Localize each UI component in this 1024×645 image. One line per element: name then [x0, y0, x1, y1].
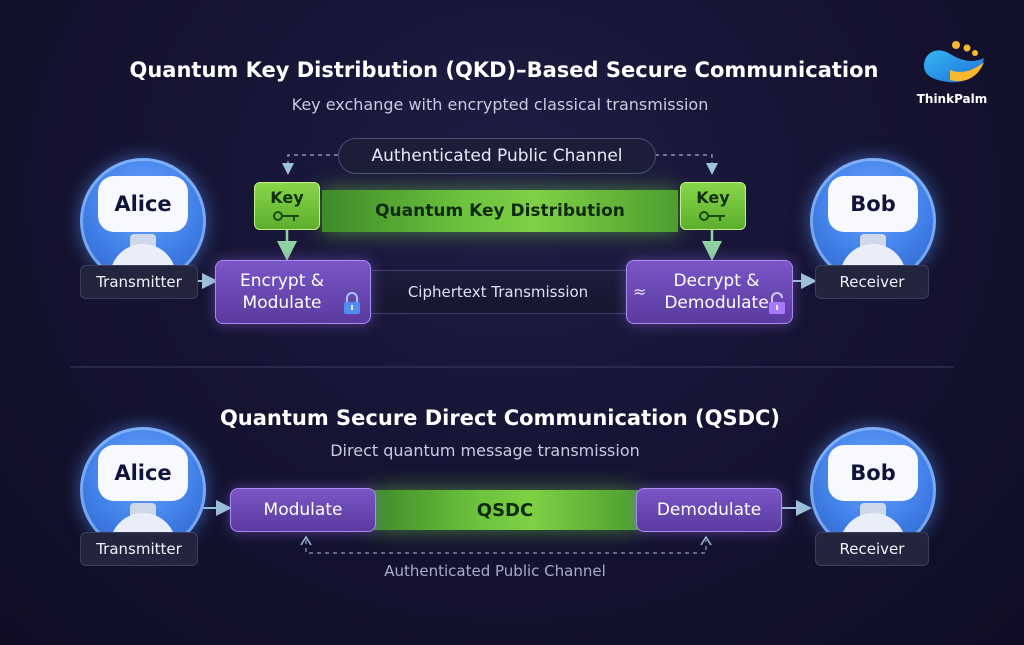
bottom-subtitle: Direct quantum message transmission: [330, 441, 640, 460]
role-receiver-bottom: Receiver: [815, 532, 929, 566]
unlock-icon: [769, 292, 785, 314]
decrypt-line-1: Decrypt &: [673, 271, 760, 291]
bottom-title: Quantum Secure Direct Communication (QSD…: [219, 406, 781, 430]
public-channel-line-left: [282, 154, 338, 175]
alice-name-top: Alice: [98, 176, 188, 232]
lock-icon: [344, 292, 360, 314]
key-box-right: Key: [680, 182, 746, 230]
key-icon: [699, 211, 725, 221]
bob-name-top: Bob: [828, 176, 918, 232]
key-label-left: Key: [270, 188, 304, 207]
avatar-bob-top: Bob: [810, 158, 936, 284]
qsdc-bar: QSDC: [372, 490, 638, 530]
ciphertext-bar: Ciphertext Transmission: [368, 270, 628, 314]
decrypt-line-2: Demodulate: [664, 293, 769, 313]
top-title: Quantum Key Distribution (QKD)–Based Sec…: [129, 58, 879, 82]
role-transmitter-bottom: Transmitter: [80, 532, 198, 566]
bob-name-bottom: Bob: [828, 445, 918, 501]
avatar-alice-top: Alice: [80, 158, 206, 284]
ciphertext-label: Ciphertext Transmission: [407, 283, 589, 301]
demodulate-box: Demodulate: [636, 488, 782, 532]
bottom-channel-line: [305, 540, 707, 554]
top-subtitle: Key exchange with encrypted classical tr…: [291, 95, 709, 114]
encrypt-modulate-box: Encrypt & Modulate: [215, 260, 371, 324]
encrypt-line-2: Modulate: [242, 293, 322, 313]
logo-text: ThinkPalm: [916, 92, 988, 106]
role-transmitter-top: Transmitter: [80, 265, 198, 299]
public-channel-chip-top: Authenticated Public Channel: [338, 138, 656, 174]
public-channel-line-right: [655, 154, 718, 175]
alice-name-bottom: Alice: [98, 445, 188, 501]
logo-icon: [924, 41, 984, 83]
wave-icon: ≈: [633, 282, 647, 301]
key-box-left: Key: [254, 182, 320, 230]
decrypt-demodulate-box: Decrypt & Demodulate ≈: [626, 260, 793, 324]
public-channel-label-bottom: Authenticated Public Channel: [384, 562, 606, 580]
qkd-bar: Quantum Key Distribution: [322, 190, 678, 232]
encrypt-line-1: Encrypt &: [239, 271, 325, 291]
role-receiver-top: Receiver: [815, 265, 929, 299]
key-label-right: Key: [696, 188, 730, 207]
key-icon: [273, 211, 299, 221]
modulate-box: Modulate: [230, 488, 376, 532]
